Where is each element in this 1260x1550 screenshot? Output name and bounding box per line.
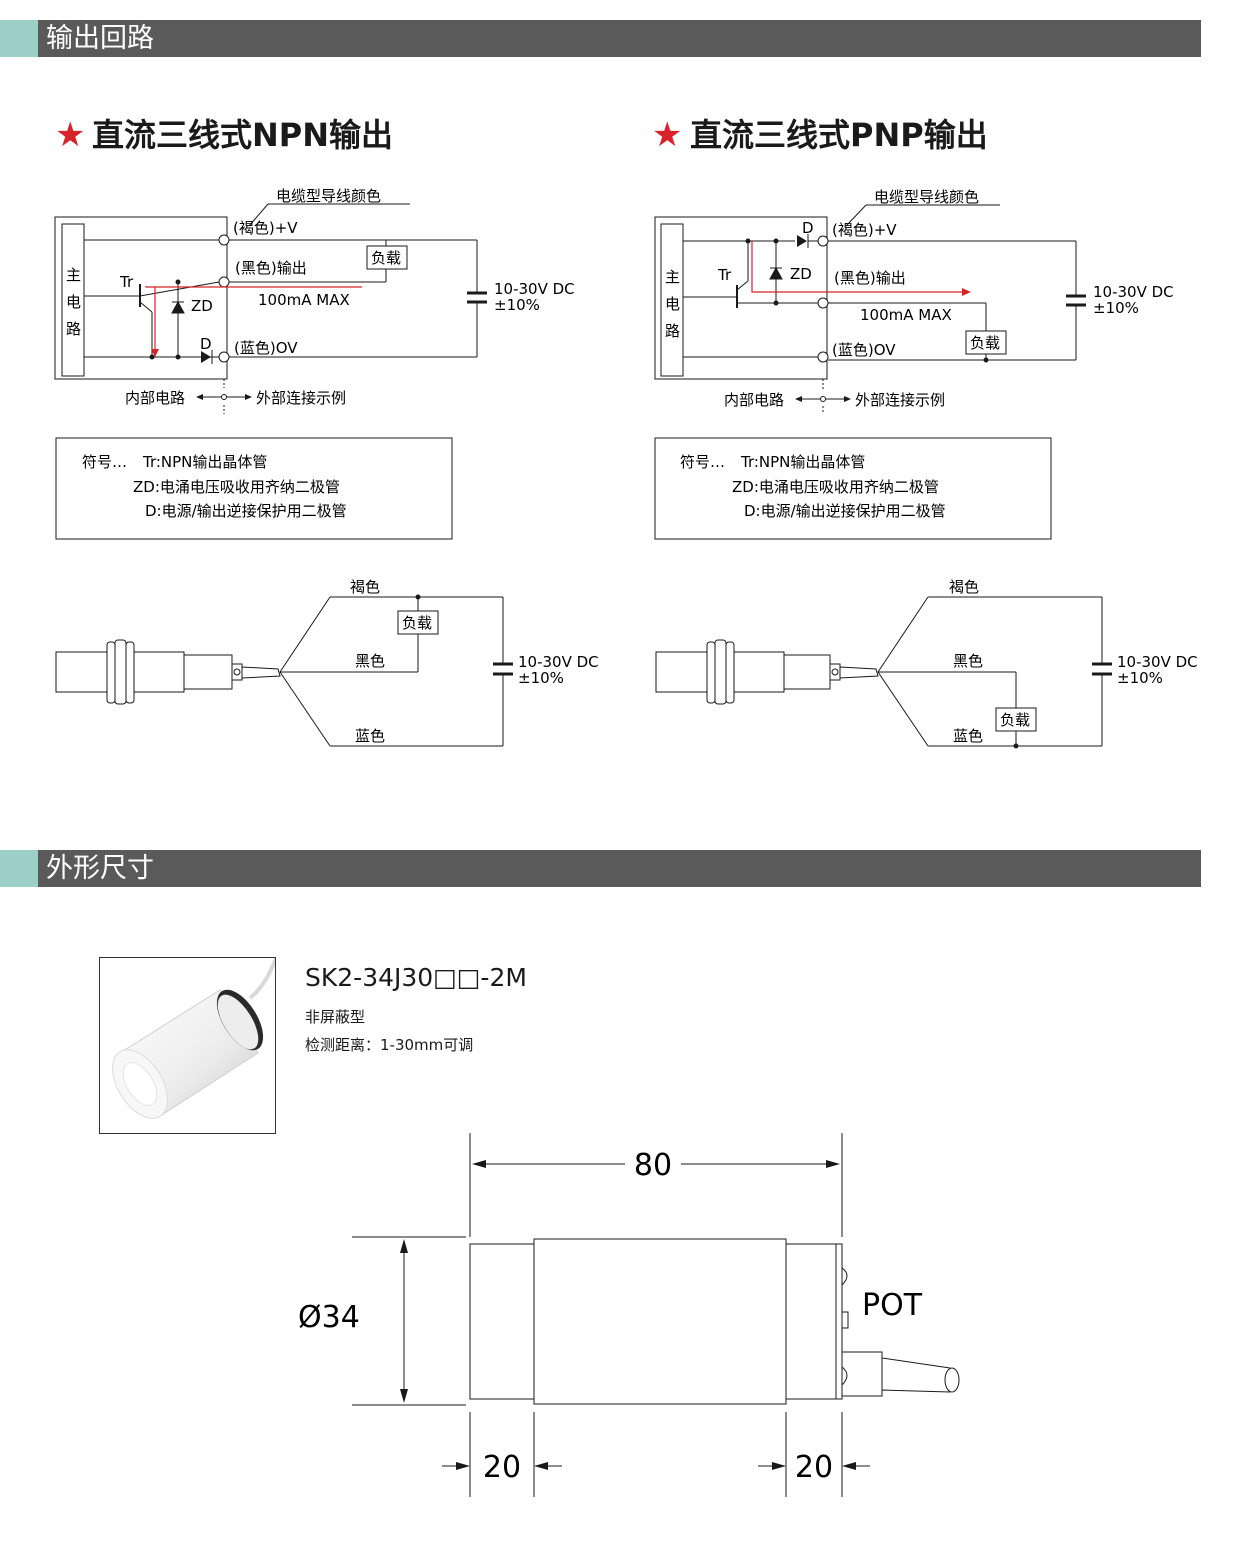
cable-color-label: 电缆型导线颜色 [874, 188, 979, 206]
dimension-drawing: 80 POT Ø34 20 20 [298, 1133, 960, 1497]
section-title: 外形尺寸 [46, 853, 154, 884]
pot-label: POT [862, 1288, 923, 1323]
wire-blue-label: 蓝色 [355, 727, 385, 745]
legend-line: Tr:NPN输出晶体管 [142, 453, 267, 471]
zero-v-label: (蓝色)OV [832, 341, 896, 359]
section-accent [0, 850, 38, 887]
wiring-load-label: 负载 [1000, 711, 1030, 729]
sensor-image [112, 958, 275, 1119]
external-label: 外部连接示例 [256, 389, 346, 407]
wire-black-label: 黑色 [355, 652, 385, 670]
product-model: SK2-34J30□□-2M [305, 963, 527, 992]
legend-line: Tr:NPN输出晶体管 [740, 453, 865, 471]
star-icon: ★ [652, 115, 682, 155]
product-detect-range: 检测距离：1-30mm可调 [305, 1036, 474, 1054]
output-label: (黑色)输出 [834, 269, 906, 287]
cable-color-label: 电缆型导线颜色 [276, 187, 381, 205]
wiring-supply-tolerance: ±10% [1117, 669, 1163, 687]
main-circuit-char: 电 [665, 295, 680, 313]
main-circuit-char: 电 [66, 293, 81, 311]
main-circuit-char: 路 [665, 322, 680, 340]
legend-line: ZD:电涌电压吸收用齐纳二极管 [732, 478, 939, 496]
pnp-title: 直流三线式PNP输出 [690, 116, 988, 154]
wire-brown-label: 褐色 [350, 578, 380, 596]
product-photo [99, 957, 276, 1134]
legend-line: D:电源/输出逆接保护用二极管 [744, 502, 946, 520]
d-label: D [200, 335, 212, 353]
zd-label: ZD [790, 265, 812, 283]
wire-black-label: 黑色 [953, 652, 983, 670]
wire-blue-label: 蓝色 [953, 727, 983, 745]
wire-brown-label: 褐色 [949, 578, 979, 596]
zd-label: ZD [191, 297, 213, 315]
product-shield-type: 非屏蔽型 [305, 1008, 366, 1026]
legend-line: D:电源/输出逆接保护用二极管 [145, 502, 347, 520]
wiring-supply-label: 10-30V DC [518, 653, 599, 671]
section-bar-output-circuit: 输出回路 [0, 20, 1201, 57]
internal-label: 内部电路 [724, 391, 784, 409]
dim-left-segment: 20 [483, 1450, 521, 1485]
pnp-diagram: ★ 直流三线式PNP输出 电缆型导线颜色 主 电 路 D Tr ZD (褐色)+… [652, 115, 1198, 749]
section-accent [0, 20, 38, 57]
zero-v-label: (蓝色)OV [234, 339, 298, 357]
npn-title: 直流三线式NPN输出 [92, 116, 393, 154]
dim-right-segment: 20 [795, 1450, 833, 1485]
supply-label: 10-30V DC [494, 280, 575, 298]
legend-line: ZD:电涌电压吸收用齐纳二极管 [133, 478, 340, 496]
main-circuit-char: 主 [66, 266, 81, 284]
d-label: D [802, 219, 814, 237]
load-label: 负载 [970, 334, 1000, 352]
external-label: 外部连接示例 [855, 391, 945, 409]
supply-tolerance: ±10% [1093, 299, 1139, 317]
tr-label: Tr [717, 266, 732, 284]
internal-label: 内部电路 [125, 389, 185, 407]
legend-prefix: 符号… [680, 453, 725, 471]
main-circuit-char: 主 [665, 268, 680, 286]
wiring-supply-label: 10-30V DC [1117, 653, 1198, 671]
section-title: 输出回路 [46, 23, 154, 54]
supply-label: 10-30V DC [1093, 283, 1174, 301]
load-label: 负载 [371, 249, 401, 267]
main-circuit-char: 路 [66, 320, 81, 338]
supply-tolerance: ±10% [494, 296, 540, 314]
legend-prefix: 符号… [82, 453, 127, 471]
plus-v-label: (褐色)+V [832, 221, 897, 239]
max-current-label: 100mA MAX [860, 306, 952, 324]
tr-label: Tr [119, 273, 134, 291]
npn-diagram: ★ 直流三线式NPN输出 电缆型导线颜色 主 电 路 Tr ZD D (褐色)+… [54, 115, 599, 747]
dim-length: 80 [634, 1148, 672, 1183]
plus-v-label: (褐色)+V [233, 219, 298, 237]
star-icon: ★ [55, 115, 85, 155]
dim-diameter: Ø34 [298, 1300, 360, 1335]
section-bar-dimensions: 外形尺寸 [0, 850, 1201, 887]
wiring-supply-tolerance: ±10% [518, 669, 564, 687]
output-label: (黑色)输出 [235, 259, 307, 277]
max-current-label: 100mA MAX [258, 291, 350, 309]
wiring-load-label: 负载 [402, 614, 432, 632]
